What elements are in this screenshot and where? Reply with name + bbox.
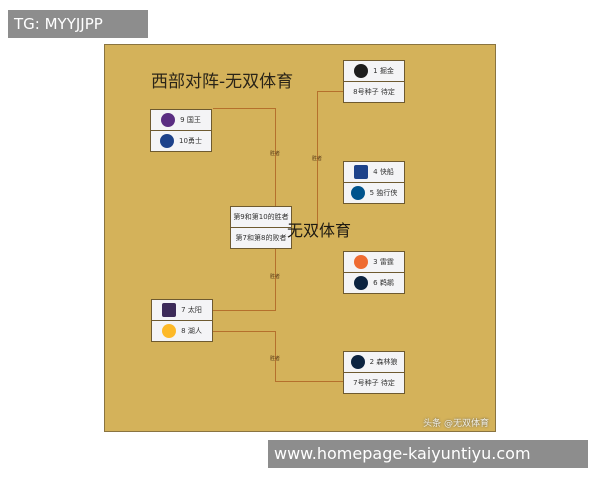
team-name: 7 太阳 [181, 306, 202, 314]
kings-logo-icon [161, 113, 176, 127]
matchup-thunder-pelicans: 3 雷霆 6 鹈鹕 [343, 251, 405, 294]
channel-label: TG: MYYJJPP [8, 10, 148, 38]
suns-logo-icon [162, 303, 177, 317]
bracket-board: 西部对阵-无双体育 胜者 胜者 胜者 胜者 9 国王 10勇士 第9和第10的胜… [104, 44, 496, 432]
nuggets-logo-icon [354, 64, 369, 78]
team-name: 5 独行侠 [369, 189, 398, 197]
thunder-logo-icon [354, 255, 369, 269]
connector-line [213, 108, 275, 109]
timberwolves-logo-icon [350, 355, 365, 369]
connector-line [317, 91, 318, 229]
source-credit: 头条 @无双体育 [423, 419, 489, 429]
line-label: 胜者 [270, 151, 281, 157]
matchup-play-in: 第9和第10的胜者 第7和第8的败者 [230, 206, 292, 249]
connector-line [275, 331, 276, 381]
connector-line [275, 108, 276, 206]
mavericks-logo-icon [350, 186, 365, 200]
lakers-logo-icon [162, 324, 177, 338]
connector-line [275, 248, 276, 311]
line-label: 胜者 [270, 356, 281, 362]
warriors-logo-icon [160, 134, 175, 148]
matchup-clippers-mavericks: 4 快船 5 独行侠 [343, 161, 405, 204]
pelicans-logo-icon [354, 276, 369, 290]
matchup-timberwolves: 2 森林狼 7号种子 待定 [343, 351, 405, 394]
connector-line [317, 91, 343, 92]
team-name: 7号种子 待定 [353, 379, 395, 387]
url-banner: www.homepage-kaiyuntiyu.com [268, 440, 588, 468]
bracket-title: 西部对阵-无双体育 [151, 72, 294, 92]
team-name: 10勇士 [179, 137, 202, 145]
line-label: 胜者 [270, 274, 281, 280]
watermark: 无双体育 [287, 221, 352, 240]
team-name: 第7和第8的败者 [235, 234, 287, 242]
team-name: 4 快船 [373, 168, 394, 176]
line-label: 胜者 [312, 156, 323, 162]
connector-line [275, 381, 343, 382]
matchup-nuggets: 1 掘金 8号种子 待定 [343, 60, 405, 103]
team-name: 8 湖人 [181, 327, 202, 335]
matchup-suns-lakers: 7 太阳 8 湖人 [151, 299, 213, 342]
connector-line [213, 331, 275, 332]
team-name: 8号种子 待定 [353, 88, 395, 96]
team-name: 6 鹈鹕 [373, 279, 394, 287]
team-name: 1 掘金 [373, 67, 394, 75]
team-name: 9 国王 [180, 116, 201, 124]
team-name: 第9和第10的胜者 [233, 213, 289, 221]
matchup-kings-warriors: 9 国王 10勇士 [150, 109, 212, 152]
team-name: 2 森林狼 [369, 358, 398, 366]
connector-line [213, 310, 275, 311]
team-name: 3 雷霆 [373, 258, 394, 266]
clippers-logo-icon [354, 165, 369, 179]
